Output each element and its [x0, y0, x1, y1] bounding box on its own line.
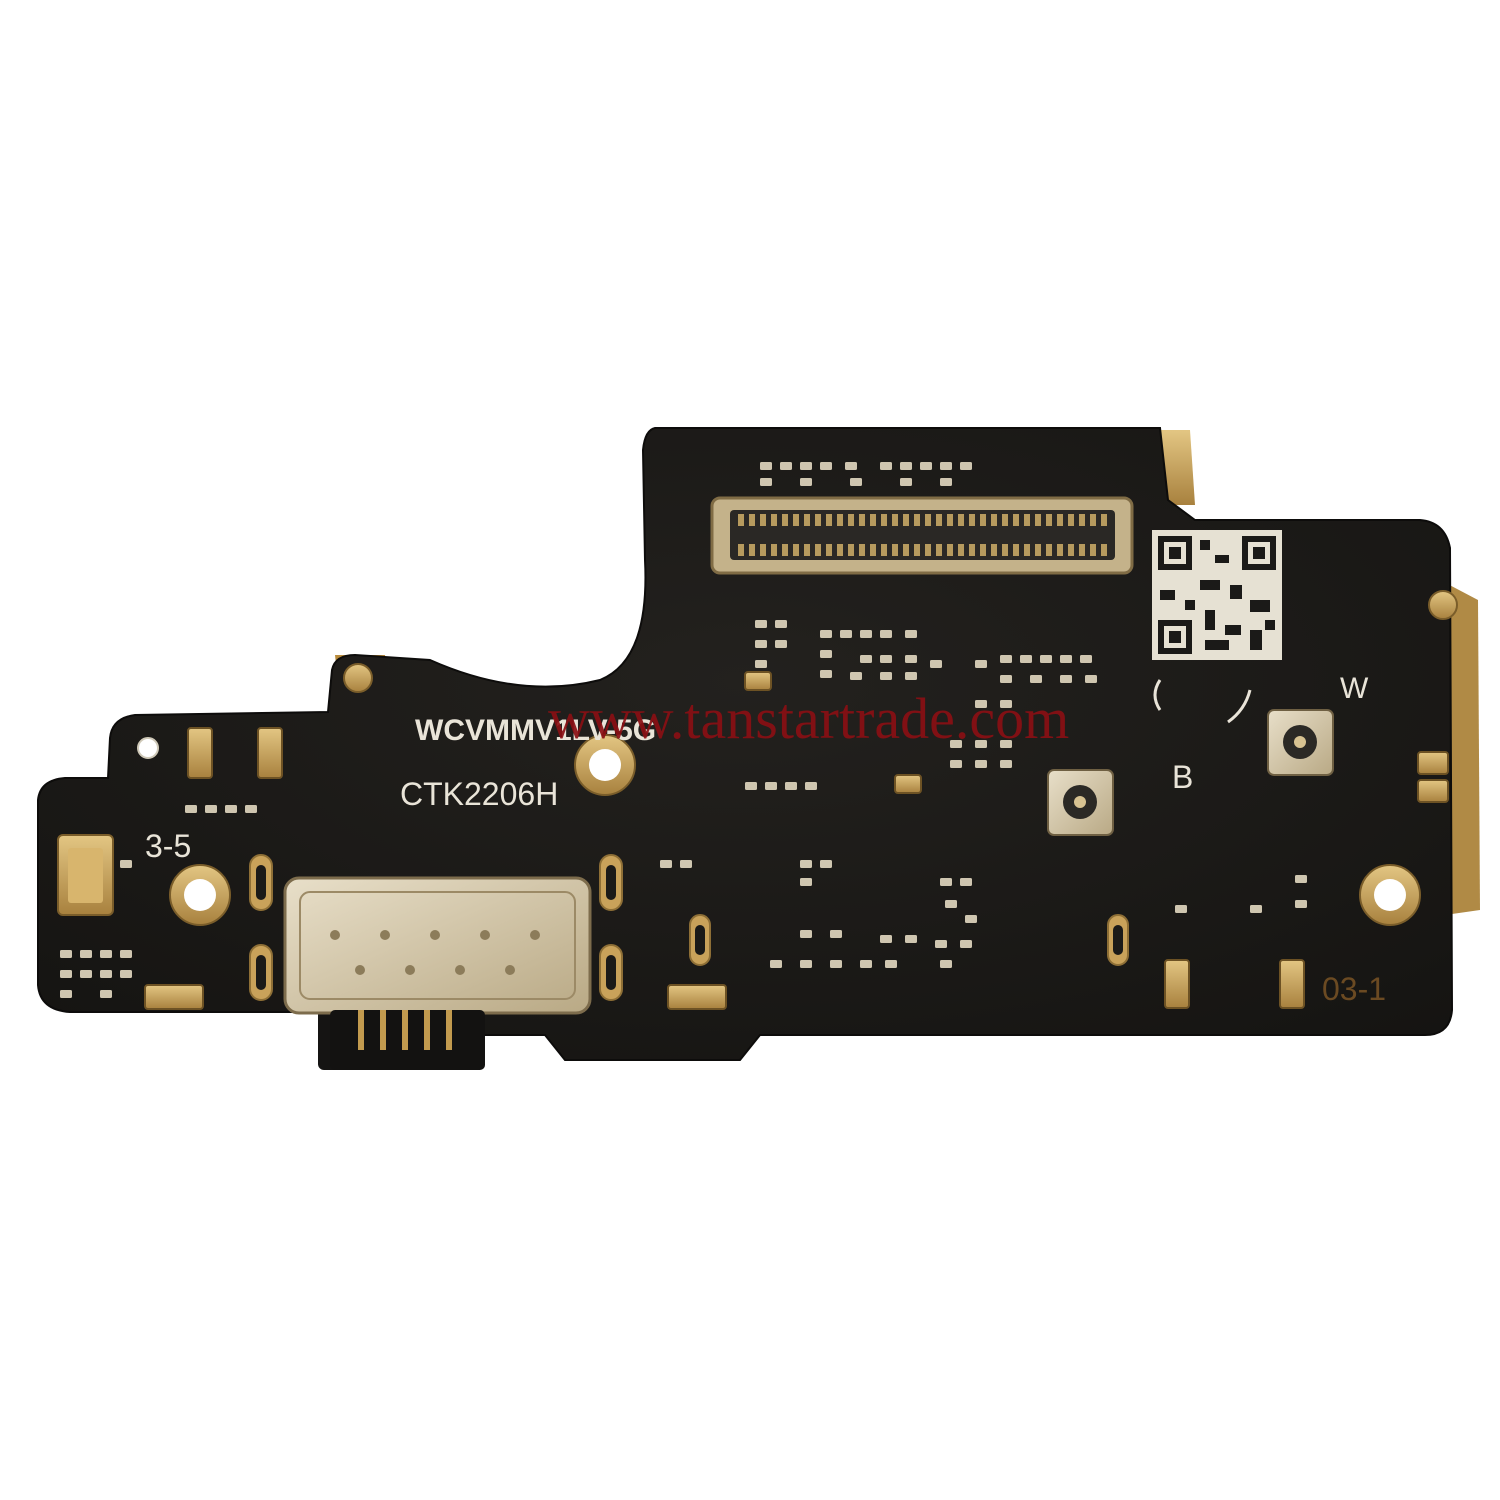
antenna-connector-icon [1047, 709, 1334, 836]
board-to-board-connector-icon [710, 496, 1134, 575]
microphone-icon [57, 834, 114, 916]
silkscreen-label-b: B [1172, 759, 1193, 795]
usb-c-port-icon [283, 876, 592, 1070]
silkscreen-label-w: W [1340, 672, 1369, 705]
test-pads [144, 671, 1449, 1010]
watermark-text: www.tanstartrade.com [548, 686, 1069, 751]
silkscreen-edge-mark: 03-1 [1322, 971, 1386, 1007]
smd-components [60, 462, 1307, 998]
silkscreen-part: CTK2206H [400, 776, 558, 812]
silkscreen-model: WCVMMV1LV-5G [415, 714, 656, 747]
silkscreen-code: 3-5 [145, 828, 191, 864]
qr-code-icon [1152, 530, 1282, 660]
mount-hole-icon [169, 590, 1458, 926]
